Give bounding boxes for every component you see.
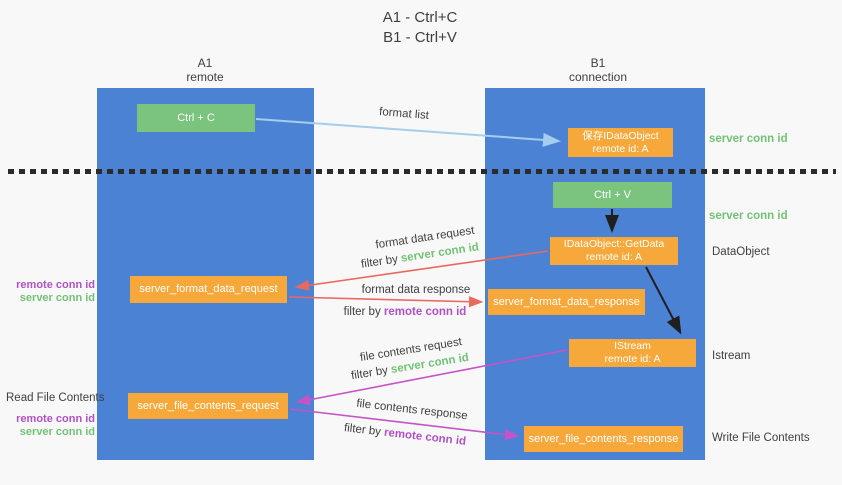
edge-label-filter-remote-2: filter by remote conn id [343,422,467,448]
edge-label-format-data-response: format data response [361,284,471,296]
node-save-idataobject-line1: 保存IDataObject [582,129,659,142]
node-server-format-data-request: server_format_data_request [130,276,287,303]
label-remote-conn-id-1: remote conn id [16,279,95,291]
node-ctrl-v-label: Ctrl + V [594,188,631,201]
node-server-file-contents-response-label: server_file_contents_response [528,432,679,445]
node-server-format-data-response: server_format_data_response [488,289,645,315]
edge-label-file-contents-response: file contents response [355,397,469,423]
node-save-idataobject: 保存IDataObject remote id: A [568,128,673,157]
node-server-file-contents-request: server_file_contents_request [128,393,288,419]
keyword-remote-conn-id: remote conn id [383,306,467,318]
node-getdata-line2: remote id: A [585,251,643,263]
node-ctrl-c-label: Ctrl + C [177,111,215,124]
node-save-idataobject-line2: remote id: A [592,142,649,155]
node-istream: IStream remote id: A [569,339,696,367]
lane-b1-title: B1 [590,56,606,70]
title-line-2: B1 - Ctrl+V [383,29,457,46]
node-istream-line2: remote id: A [604,353,661,365]
lane-header-b1: B1 connection [538,56,658,84]
label-istream: Istream [712,350,751,362]
node-idataobject-getdata: IDataObject::GetData remote id: A [550,237,678,265]
diagram-title: A1 - Ctrl+C B1 - Ctrl+V [330,8,510,48]
label-pair-top: remote conn id server conn id [5,279,95,305]
separator-dotted-line [8,169,836,174]
label-server-conn-id-mid: server conn id [709,210,788,222]
label-dataobject: DataObject [712,246,770,258]
label-write-file-contents: Write File Contents [712,432,810,444]
node-server-file-contents-response: server_file_contents_response [524,426,683,452]
label-server-conn-id-top: server conn id [709,133,788,145]
label-server-conn-id-1: server conn id [19,292,95,304]
keyword-remote-conn-id-2: remote conn id [383,426,467,448]
lane-a1-title: A1 [197,56,213,70]
edge-label-filter-remote-1: filter by remote conn id [343,306,467,318]
lane-header-a1: A1 remote [145,56,265,84]
lane-a1-subtitle: remote [186,70,224,84]
lane-b1-subtitle: connection [568,70,628,84]
edge-label-format-list: format list [378,106,430,122]
node-server-format-data-response-label: server_format_data_response [493,295,640,308]
label-remote-conn-id-2: remote conn id [16,413,95,425]
label-read-file-contents: Read File Contents [6,392,105,404]
node-ctrl-c: Ctrl + C [137,104,255,132]
node-server-format-data-request-label: server_format_data_request [139,283,278,295]
node-istream-line1: IStream [614,340,651,352]
node-server-file-contents-request-label: server_file_contents_request [137,399,279,412]
node-ctrl-v: Ctrl + V [553,182,672,208]
label-pair-bottom: remote conn id server conn id [5,413,95,439]
arrow-format-data-response [288,296,484,308]
title-line-1: A1 - Ctrl+C [382,9,458,26]
node-getdata-line1: IDataObject::GetData [563,238,665,250]
label-server-conn-id-2: server conn id [19,426,95,438]
